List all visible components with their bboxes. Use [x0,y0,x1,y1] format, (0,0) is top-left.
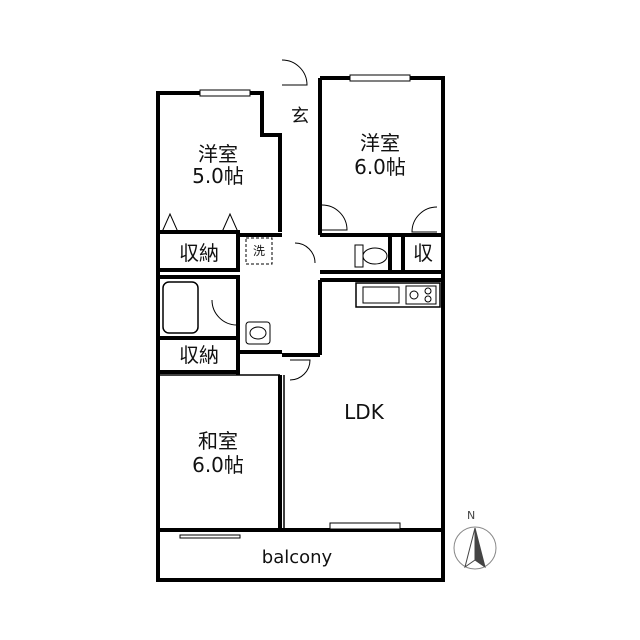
japanese-room-name: 和室 [198,429,238,453]
laundry-label: 洗 [253,244,265,258]
interior-walls [158,110,443,532]
doors [161,59,438,381]
ldk-label: LDK [344,400,385,424]
western-room-large-size: 6.0帖 [354,155,406,179]
western-room-small-size: 5.0帖 [192,164,244,188]
storage-lower-label: 収納 [179,343,219,367]
stove-icon [405,285,437,305]
compass-north-label: N [467,509,475,522]
western-room-small-name: 洋室 [198,142,238,166]
room-labels: 洋室 5.0帖 洋室 6.0帖 玄 収納 洗 収 収納 LDK 和室 6.0帖 … [179,106,433,568]
western-room-large-name: 洋室 [360,131,400,155]
washbasin [245,321,271,345]
laundry-space [245,237,273,265]
entrance-label: 玄 [291,106,309,127]
toilet-tank [354,244,364,268]
kitchen-sink [362,286,400,304]
fixtures [162,237,441,539]
japanese-room-size: 6.0帖 [192,453,244,477]
exterior-walls [156,74,445,582]
kitchen-counter [355,282,441,308]
balcony-label: balcony [262,547,333,568]
storage-upper-label: 収納 [179,241,219,265]
storage-small-label: 収 [413,241,433,265]
bathtub [162,281,199,334]
compass-icon: N [453,509,497,570]
toilet-bowl [362,247,388,265]
